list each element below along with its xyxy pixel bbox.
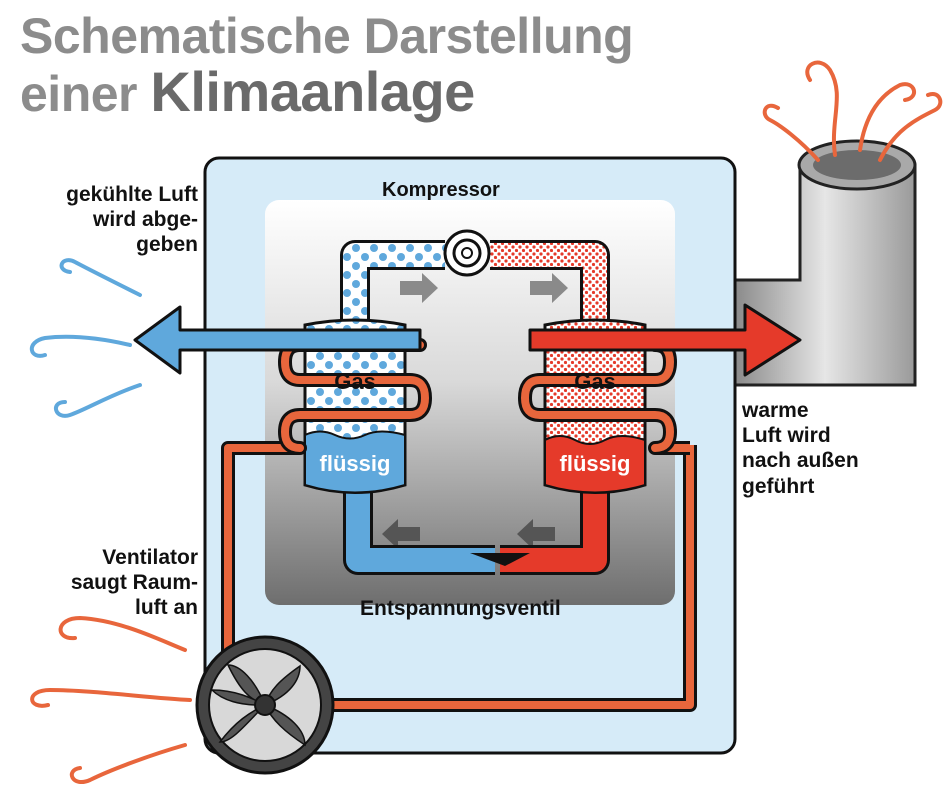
flow-arrow-right-icon	[530, 273, 568, 303]
right-gas-label: Gas	[574, 369, 616, 394]
fan-label-line: luft an	[135, 596, 198, 620]
evaporator-tank	[303, 318, 407, 494]
flow-arrow-right-icon	[400, 273, 438, 303]
fan-label-line: Ventilator	[102, 546, 198, 569]
room-air-swirls	[30, 615, 192, 784]
condenser-coils	[517, 338, 678, 455]
cold-air-swirls	[29, 258, 142, 418]
heat-swirls	[762, 60, 943, 162]
cooled-air-label: gekühlte Luft wird abge- geben	[8, 182, 198, 258]
warm-air-arrow	[528, 303, 802, 377]
warm-air-line: geführt	[742, 474, 815, 498]
refrigerant-pipe-hot	[490, 240, 610, 330]
page-title: Schematische Darstellung einer Klimaanla…	[20, 8, 634, 123]
cooled-air-line: wird abge-	[92, 208, 198, 232]
flow-arrows	[382, 273, 568, 549]
flow-arrow-left-icon	[382, 519, 420, 549]
cooled-air-line: geben	[136, 233, 198, 257]
title-line-1: Schematische Darstellung	[20, 8, 634, 64]
refrigerant-pipe-cold	[340, 240, 445, 330]
fan-label-line: saugt Raum-	[70, 571, 198, 595]
compressor-label: Kompressor	[382, 179, 500, 201]
title-line-2-strong: Klimaanlage	[150, 59, 475, 123]
right-liquid-label: flüssig	[560, 451, 631, 476]
left-gas-label: Gas	[334, 369, 376, 394]
left-liquid-label: flüssig	[320, 451, 391, 476]
cooled-air-line: gekühlte Luft	[66, 183, 198, 206]
evaporator-coils	[277, 338, 433, 455]
liquid-pipes	[343, 480, 610, 575]
warm-air-line: warme	[742, 399, 809, 422]
fan-icon	[195, 635, 335, 775]
title-line-2: einer Klimaanlage	[20, 59, 633, 123]
valve-label: Entspannungsventil	[360, 597, 561, 620]
flow-arrow-left-icon	[517, 519, 555, 549]
cold-air-arrow	[133, 305, 422, 375]
condenser-tank	[543, 318, 647, 494]
fan-label: Ventilator saugt Raum- luft an	[8, 545, 198, 621]
warm-air-line: nach außen	[742, 449, 859, 473]
compressor-icon	[443, 229, 491, 277]
warm-air-label: warme Luft wird nach außen geführt	[742, 398, 859, 499]
title-line-2-prefix: einer	[20, 65, 138, 122]
warm-air-line: Luft wird	[742, 424, 831, 448]
